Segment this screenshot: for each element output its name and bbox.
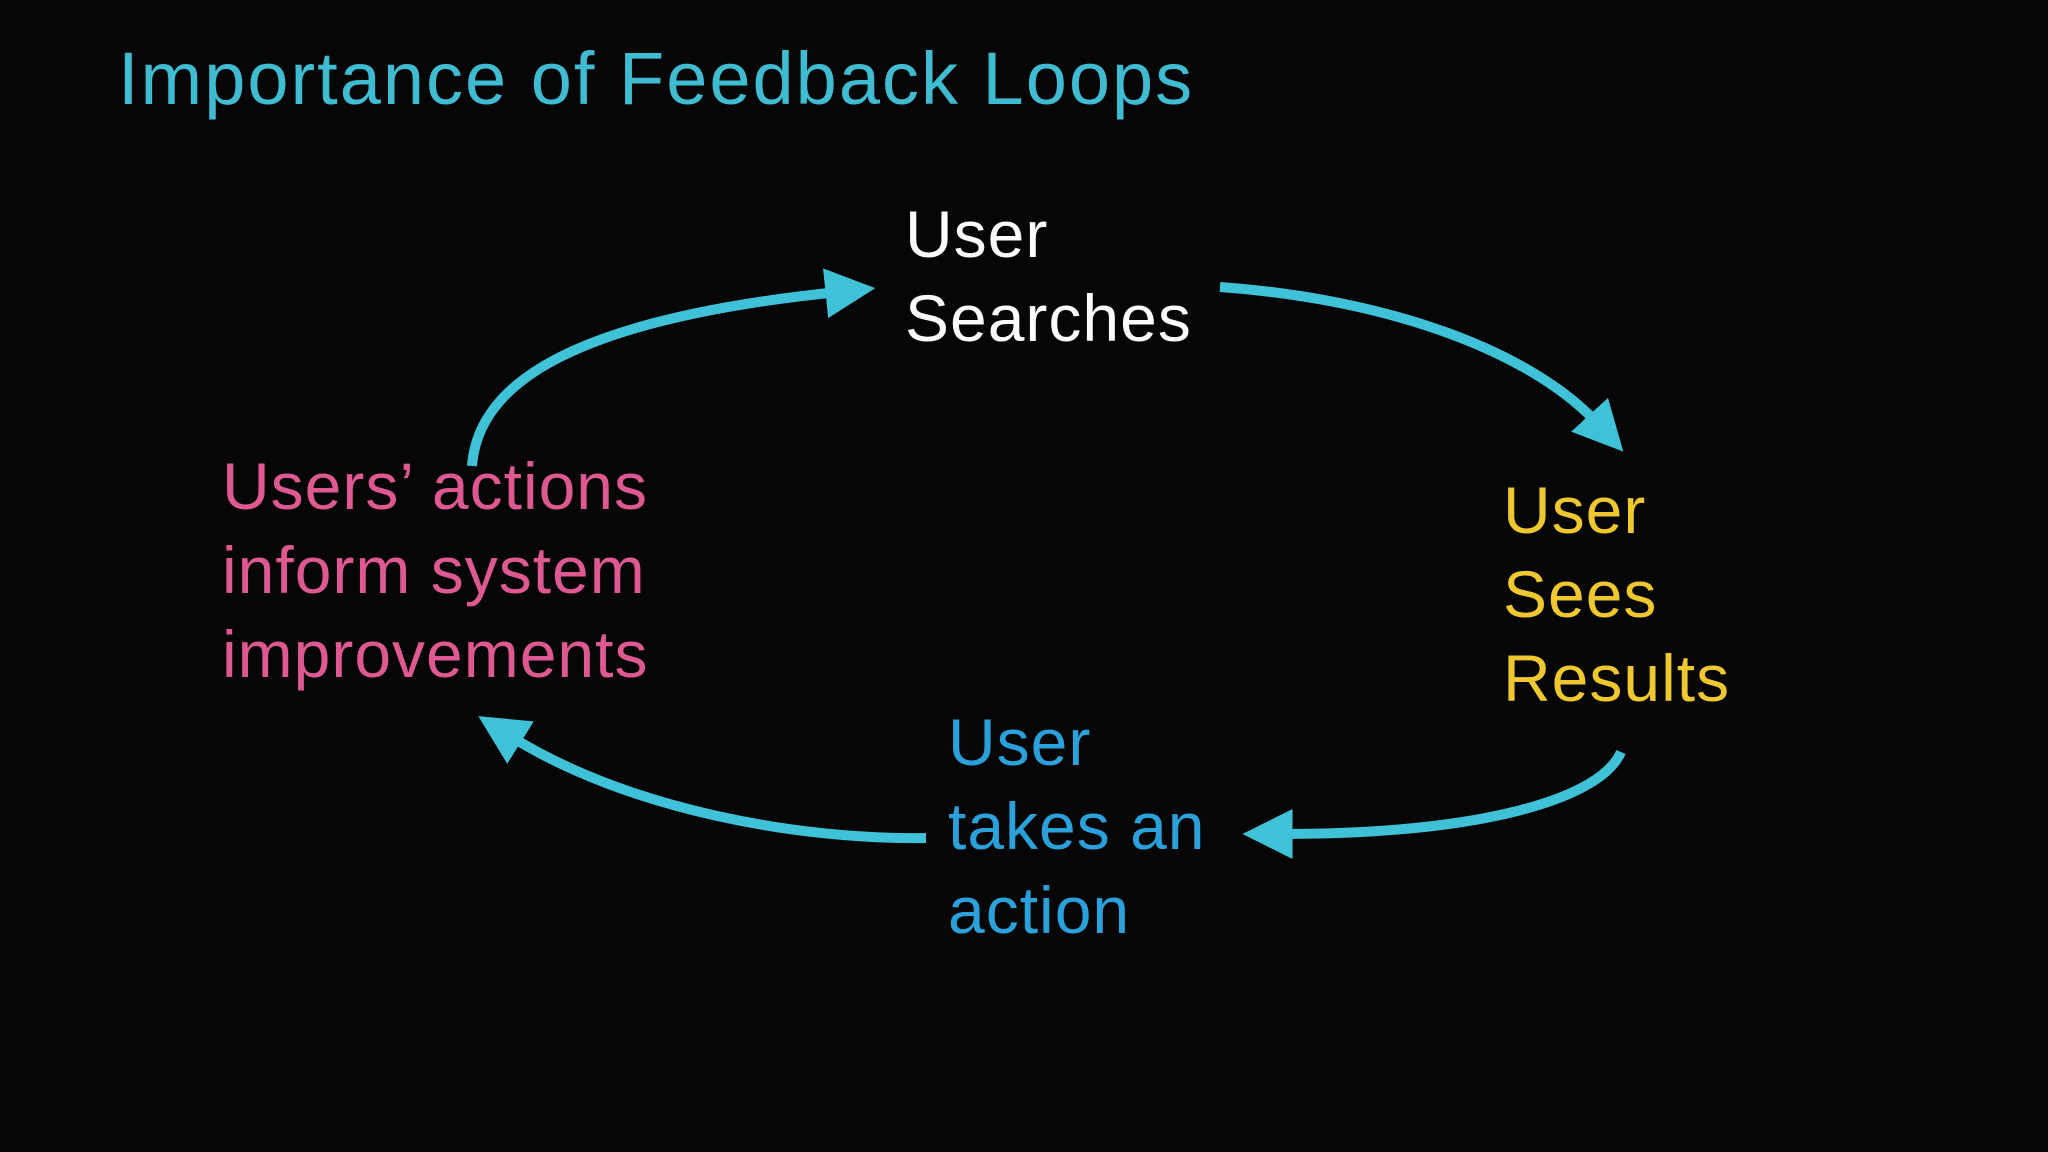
arrow-inform-to-searches [467, 268, 876, 467]
node-user-sees-results: User Sees Results [1503, 473, 1731, 715]
node-user-searches: User Searches [905, 197, 1192, 355]
slide-title: Importance of Feedback Loops [118, 37, 1195, 120]
arrow-searches-to-results [1219, 282, 1624, 452]
arrow-results-to-action [1242, 749, 1626, 859]
node-user-takes-action: User takes an action [948, 705, 1206, 947]
arrow-action-to-inform [478, 716, 927, 844]
node-actions-inform: Users’ actions inform system improvement… [222, 449, 649, 691]
